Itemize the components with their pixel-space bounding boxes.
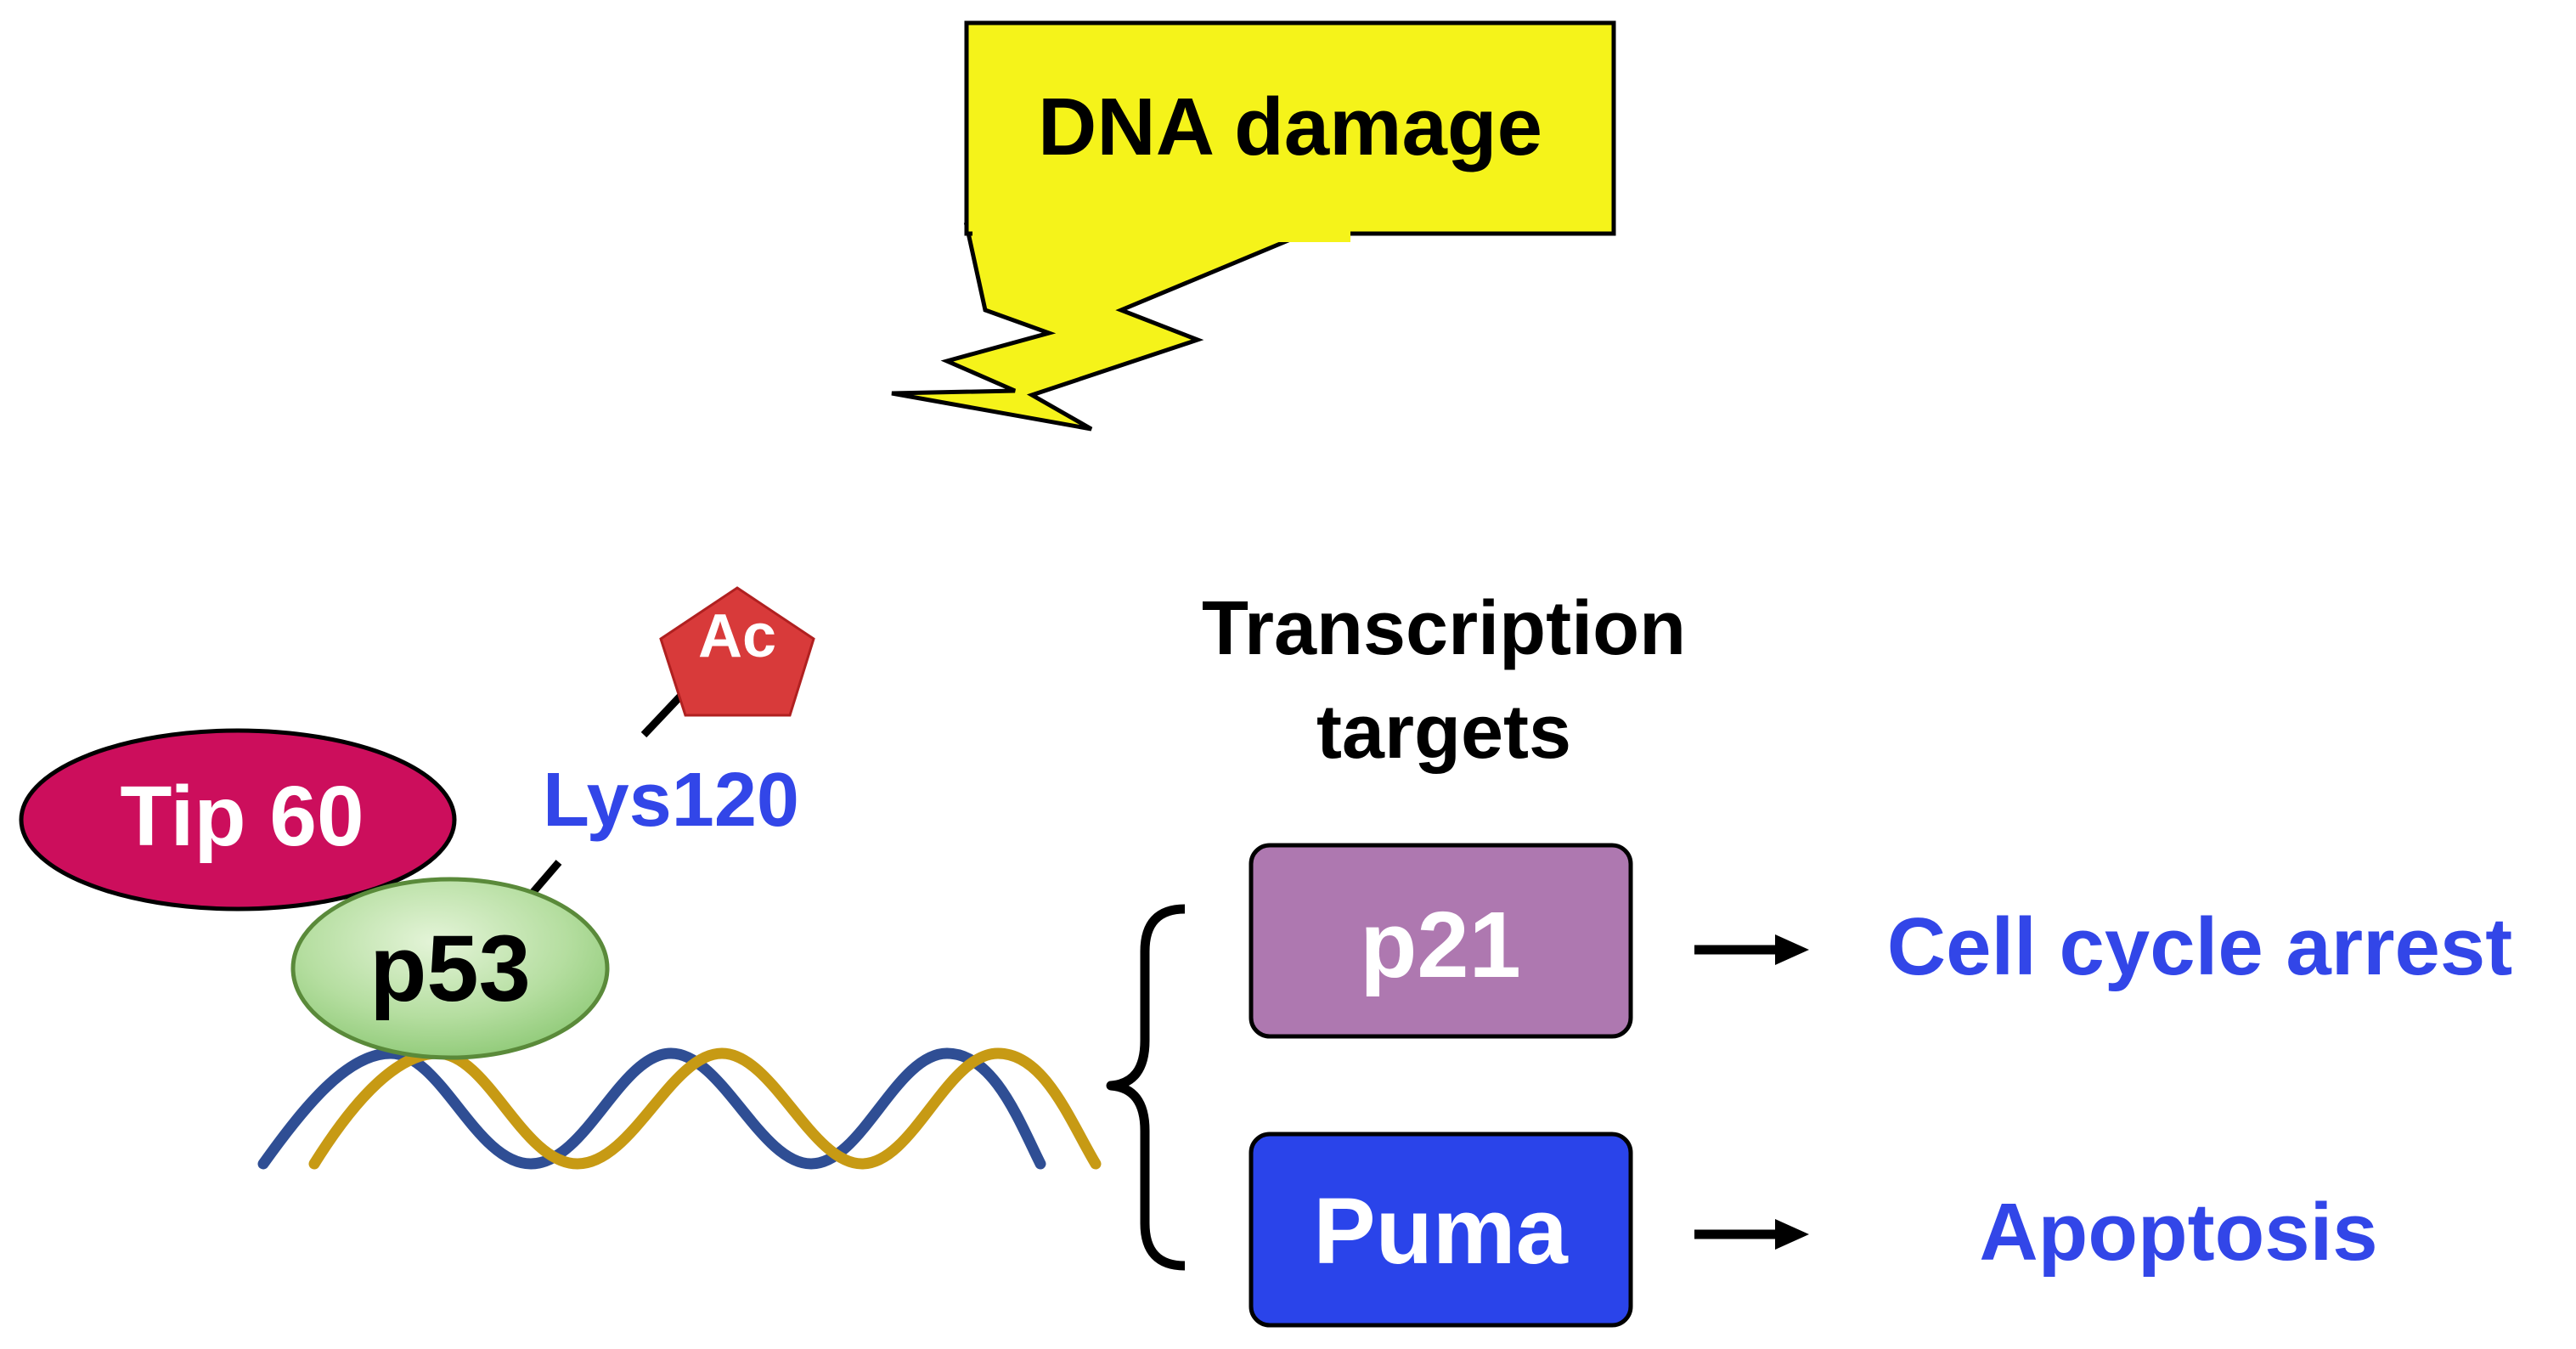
tip60-ellipse <box>19 728 457 912</box>
p53-label: p53 <box>369 917 531 1021</box>
arrow-right-icon <box>1775 934 1809 965</box>
p21-box <box>1249 843 1633 1039</box>
p21-label: p21 <box>1360 893 1521 997</box>
targets-heading-line2: targets <box>1316 690 1571 775</box>
p53-node: p53 <box>290 877 610 1060</box>
outcome-apoptosis: Apoptosis <box>1979 1187 2377 1278</box>
acetyl-label: Ac <box>698 602 776 670</box>
dna-damage-label: DNA damage <box>1038 82 1542 172</box>
outcome-cell-cycle-arrest: Cell cycle arrest <box>1887 901 2513 992</box>
puma-target: Puma <box>1249 1132 1633 1328</box>
arrow-right-icon <box>1775 1219 1809 1250</box>
tip60-node: Tip 60 <box>19 728 457 912</box>
acetyl-pentagon-icon <box>659 586 815 717</box>
dna-helix <box>257 1047 1102 1170</box>
puma-label: Puma <box>1313 1179 1568 1284</box>
acetyl-group: Ac <box>659 586 815 717</box>
p21-target: p21 <box>1249 843 1633 1039</box>
dna-damage-bolt: DNA damage <box>891 20 1616 432</box>
p53-ellipse <box>290 877 610 1060</box>
arrow-puma <box>1694 1219 1809 1250</box>
arrow-p21 <box>1694 934 1809 965</box>
tip60-label: Tip 60 <box>120 769 364 864</box>
lightning-bolt-icon <box>891 223 1326 432</box>
targets-brace <box>1106 904 1186 1271</box>
puma-box <box>1249 1132 1633 1328</box>
targets-heading-line1: Transcription <box>1202 586 1686 671</box>
lys120-label: Lys120 <box>543 758 799 843</box>
dna-damage-box <box>964 20 1616 236</box>
